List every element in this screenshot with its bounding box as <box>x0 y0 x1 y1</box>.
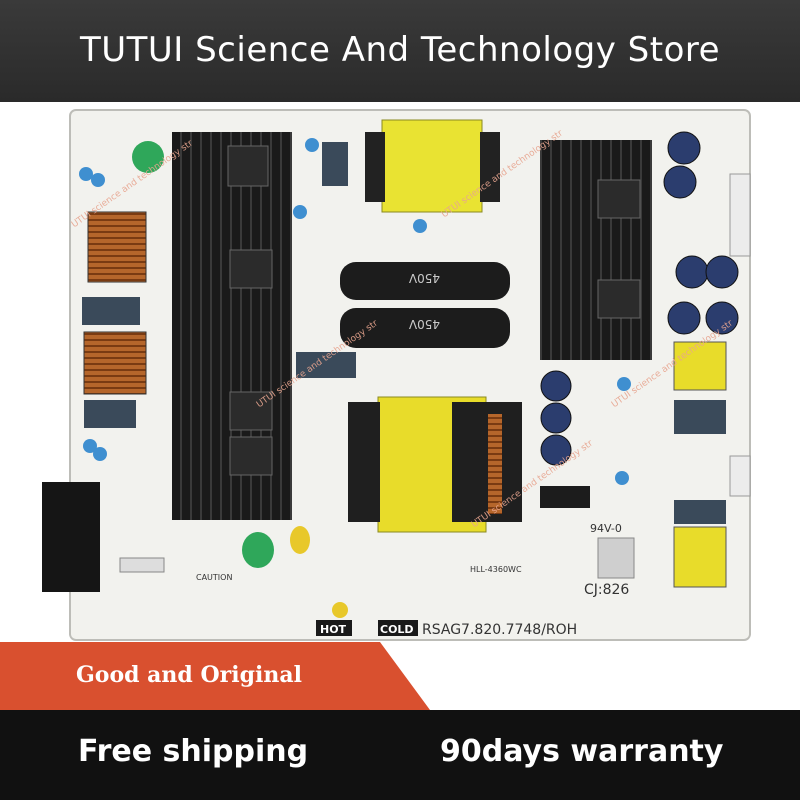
output-cap-4 <box>705 255 739 289</box>
output-cap-6 <box>705 301 739 335</box>
hot-label: HOT <box>320 623 347 636</box>
output-cap-2 <box>663 165 697 199</box>
banner-shape <box>0 642 430 710</box>
output-connector <box>729 173 751 257</box>
part-number: RSAG7.820.7748/ROH <box>422 622 577 638</box>
footer-bar: Free shipping 90days warranty <box>0 710 800 800</box>
x-cap-2 <box>84 400 136 428</box>
cap-voltage-bottom: 450V <box>408 317 440 331</box>
mosfet-1 <box>227 145 269 187</box>
caution-label: CAUTION <box>196 573 232 582</box>
rating-mark: 94V-0 <box>590 522 622 535</box>
good-original-banner: Good and Original <box>0 642 430 710</box>
output-cap-5 <box>667 301 701 335</box>
choke-2 <box>83 331 147 395</box>
store-header: TUTUI Science And Technology Store <box>0 0 800 102</box>
good-original-label: Good and Original <box>76 662 302 688</box>
mosfet-3 <box>229 391 273 431</box>
store-title: TUTUI Science And Technology Store <box>79 30 721 70</box>
cap-voltage-top: 450V <box>408 271 440 285</box>
warranty-label: 90days warranty <box>440 734 724 769</box>
choke-1 <box>87 211 147 283</box>
model-label: HLL-4360WC <box>470 565 522 574</box>
cj-mark: CJ:826 <box>584 582 629 598</box>
output-cap-3 <box>675 255 709 289</box>
pcb-photo: 450V 450V <box>0 102 800 642</box>
varistor-2 <box>242 532 274 568</box>
x-cap-1 <box>82 297 140 325</box>
varistor-1 <box>132 141 164 173</box>
mosfet-2 <box>229 249 273 289</box>
free-shipping-label: Free shipping <box>78 734 309 769</box>
ac-inlet <box>42 482 100 592</box>
cold-label: COLD <box>380 623 414 636</box>
bulk-capacitor-2 <box>340 308 510 348</box>
power-board-illustration: 450V 450V <box>42 109 751 641</box>
mosfet-5 <box>597 279 641 319</box>
mosfet-6 <box>597 179 641 219</box>
mosfet-4 <box>229 436 273 476</box>
fuse <box>119 557 165 573</box>
bulk-capacitor-1 <box>340 262 510 300</box>
heatsink-right <box>540 140 652 360</box>
output-cap-1 <box>667 131 701 165</box>
